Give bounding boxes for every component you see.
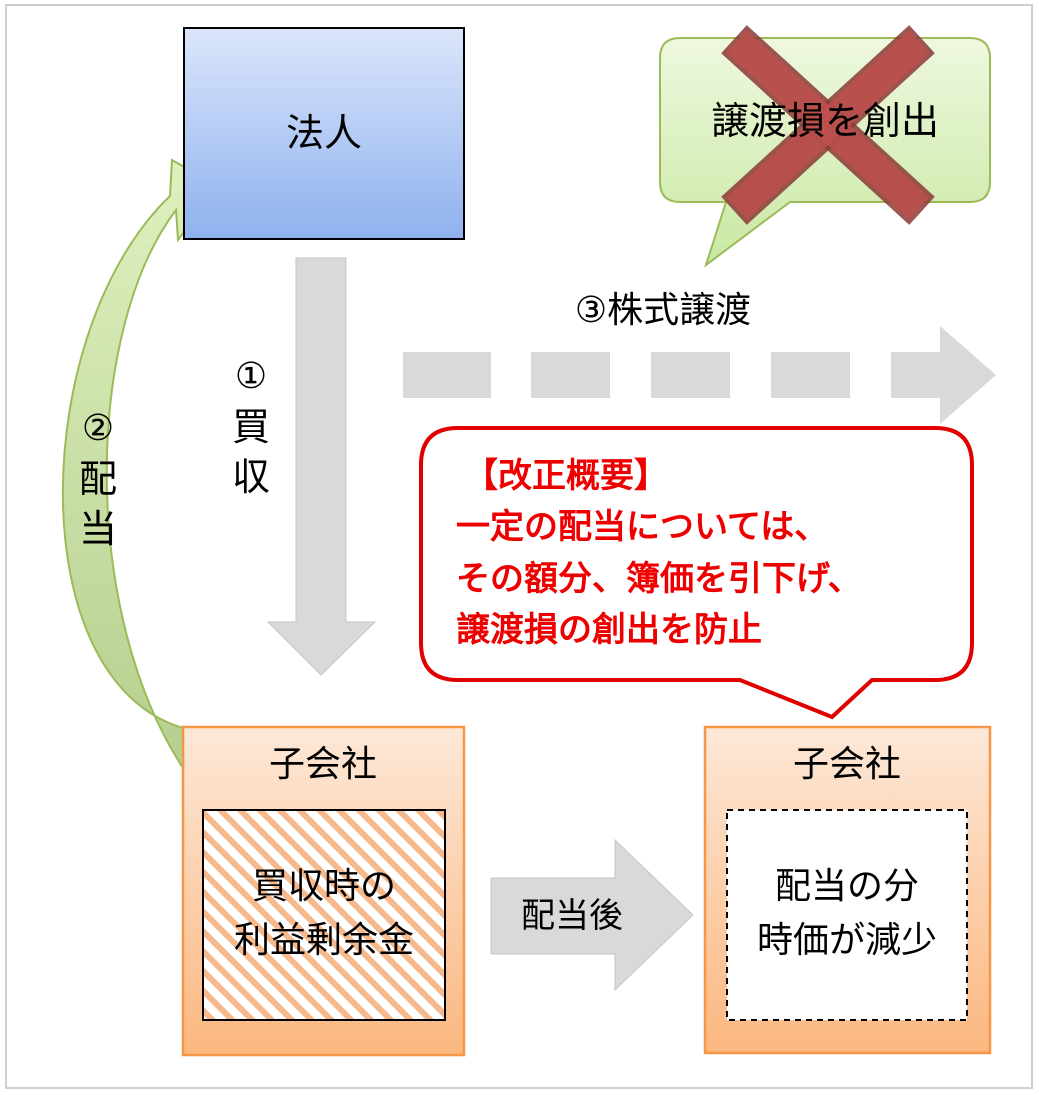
after-dividend-arrow [490, 838, 694, 992]
reform-line-1: 一定の配当については、 [456, 507, 828, 547]
acquisition-down-arrow [266, 257, 377, 676]
retained-earnings-line-2: 利益剰余金 [234, 920, 414, 961]
corporation-box [183, 27, 465, 240]
subsidiary-after-label: 子会社 [793, 744, 901, 785]
reform-summary-callout [419, 426, 974, 720]
retained-earnings-box [202, 809, 446, 1021]
reform-line-2: その額分、簿価を引下げ、 [456, 559, 862, 599]
reduced-value-line-2: 時価が減少 [757, 920, 937, 961]
reform-line-3: 譲渡損の創出を防止 [456, 610, 762, 650]
dividend-char-2: 当 [79, 507, 117, 551]
after-dividend-label: 配当後 [521, 896, 623, 936]
reduced-value-box [726, 809, 968, 1021]
acquisition-char-2: 収 [232, 455, 270, 499]
corporation-label: 法人 [286, 111, 362, 155]
share-transfer-dashed-arrow [403, 326, 996, 424]
subsidiary-before-label: 子会社 [269, 744, 377, 785]
dividend-number: ② [82, 408, 114, 449]
acquisition-char-1: 買 [232, 405, 270, 449]
share-transfer-label: ③株式譲渡 [575, 290, 751, 331]
reduced-value-line-1: 配当の分 [775, 866, 919, 907]
reform-heading: 【改正概要】 [464, 456, 668, 496]
cross-mark-icon [721, 25, 935, 225]
acquisition-number: ① [235, 356, 267, 397]
transfer-loss-text: 譲渡損を創出 [711, 99, 939, 143]
retained-earnings-line-1: 買収時の [252, 866, 396, 907]
dividend-char-1: 配 [79, 457, 117, 501]
